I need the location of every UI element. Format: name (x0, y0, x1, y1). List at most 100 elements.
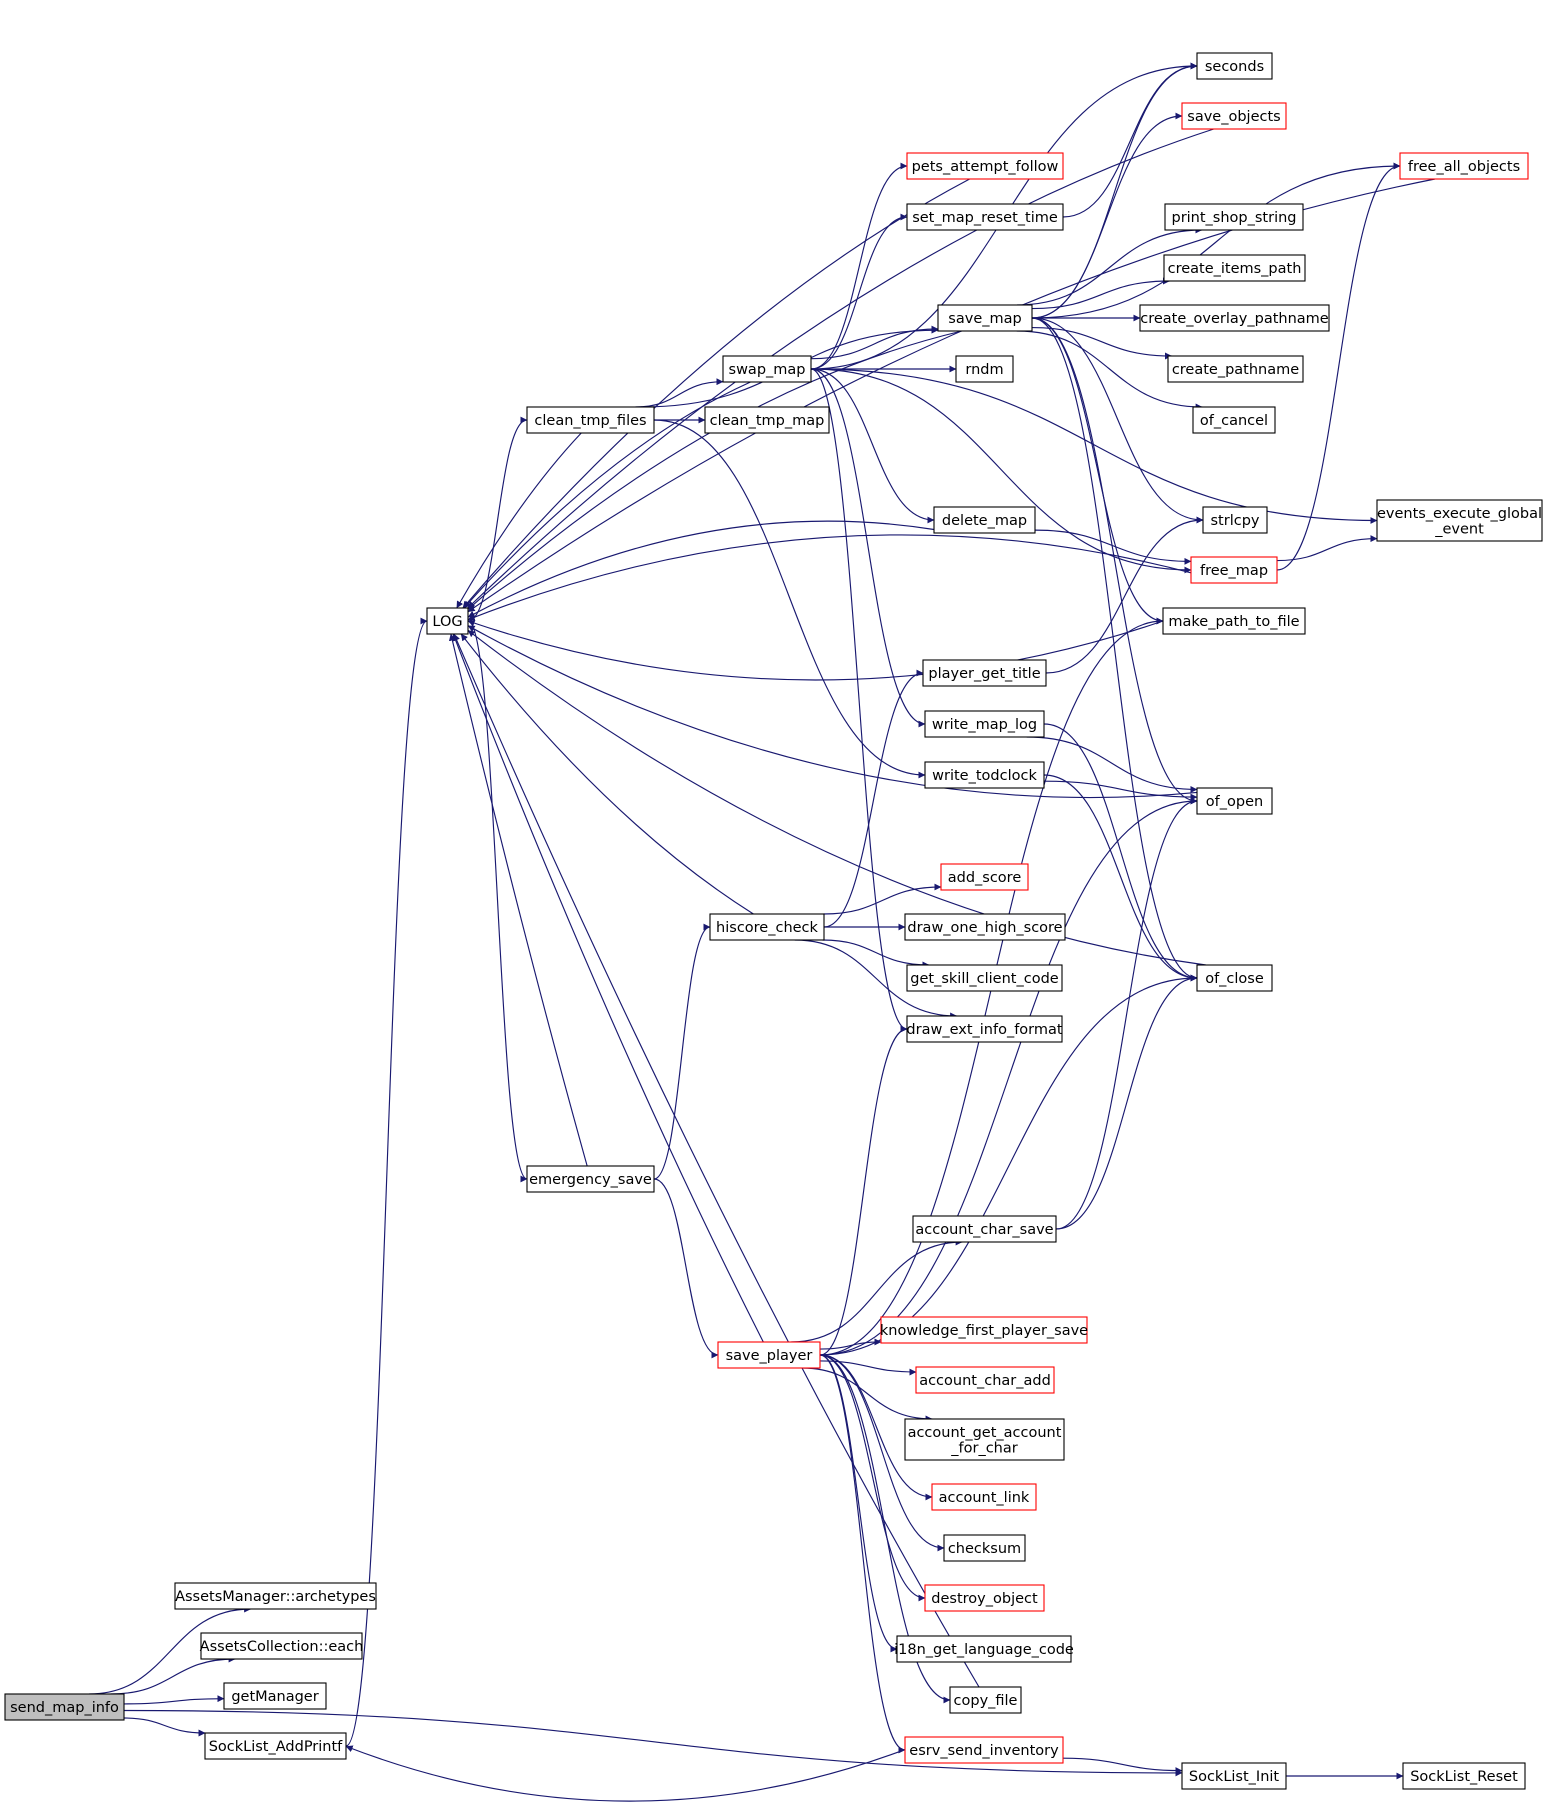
node-box[interactable] (722, 355, 812, 383)
node-pets_attempt_follow[interactable]: pets_attempt_follow (906, 152, 1064, 180)
node-box[interactable] (904, 913, 1066, 941)
node-copy_file[interactable]: copy_file (949, 1686, 1022, 1714)
node-box[interactable] (1164, 203, 1304, 231)
node-box[interactable] (912, 1215, 1057, 1243)
node-box[interactable] (1162, 607, 1306, 635)
node-box[interactable] (1402, 1762, 1526, 1790)
node-box[interactable] (906, 203, 1064, 231)
node-of_close[interactable]: of_close (1196, 964, 1273, 992)
node-seconds[interactable]: seconds (1196, 52, 1273, 80)
node-box[interactable] (931, 1483, 1037, 1511)
node-account_char_save[interactable]: account_char_save (912, 1215, 1057, 1243)
node-free_all_objects[interactable]: free_all_objects (1399, 152, 1529, 180)
node-draw_one_high_score[interactable]: draw_one_high_score (904, 913, 1066, 941)
node-box[interactable] (955, 355, 1014, 383)
node-box[interactable] (906, 152, 1064, 180)
node-create_items_path[interactable]: create_items_path (1163, 254, 1306, 282)
node-box[interactable] (943, 1534, 1026, 1562)
node-box[interactable] (526, 1165, 655, 1193)
node-box[interactable] (200, 1632, 363, 1660)
node-box[interactable] (4, 1693, 125, 1721)
node-write_todclock[interactable]: write_todclock (924, 761, 1045, 789)
node-box[interactable] (904, 1418, 1065, 1461)
node-i18n_get_language_code[interactable]: i18n_get_language_code (894, 1635, 1074, 1663)
node-getManager[interactable]: getManager (223, 1682, 327, 1710)
node-box[interactable] (915, 1366, 1055, 1394)
node-strlcpy[interactable]: strlcpy (1202, 506, 1268, 534)
node-box[interactable] (924, 1584, 1045, 1612)
node-box[interactable] (1181, 1762, 1287, 1790)
node-SockList_AddPrintf[interactable]: SockList_AddPrintf (204, 1732, 347, 1760)
node-box[interactable] (1190, 556, 1278, 584)
node-account_link[interactable]: account_link (931, 1483, 1037, 1511)
node-create_overlay_pathname[interactable]: create_overlay_pathname (1139, 304, 1330, 332)
node-save_objects[interactable]: save_objects (1181, 102, 1287, 130)
node-box[interactable] (896, 1635, 1072, 1663)
node-player_get_title[interactable]: player_get_title (922, 659, 1047, 687)
node-box[interactable] (1376, 499, 1543, 542)
node-emergency_save[interactable]: emergency_save (526, 1165, 655, 1193)
node-create_pathname[interactable]: create_pathname (1167, 355, 1304, 383)
node-clean_tmp_map[interactable]: clean_tmp_map (704, 406, 830, 434)
node-draw_ext_info_format[interactable]: draw_ext_info_format (906, 1015, 1063, 1043)
node-box[interactable] (1196, 787, 1273, 815)
node-knowledge_first_player_save[interactable]: knowledge_first_player_save (880, 1316, 1088, 1344)
node-send_map_info[interactable]: send_map_info (4, 1693, 125, 1721)
node-destroy_object[interactable]: destroy_object (924, 1584, 1045, 1612)
node-SockList_Reset[interactable]: SockList_Reset (1402, 1762, 1526, 1790)
node-box[interactable] (704, 406, 830, 434)
node-of_open[interactable]: of_open (1196, 787, 1273, 815)
node-box[interactable] (949, 1686, 1022, 1714)
node-free_map[interactable]: free_map (1190, 556, 1278, 584)
node-box[interactable] (223, 1682, 327, 1710)
node-hiscore_check[interactable]: hiscore_check (709, 913, 825, 941)
node-write_map_log[interactable]: write_map_log (924, 710, 1045, 738)
node-box[interactable] (1181, 102, 1287, 130)
node-save_player[interactable]: save_player (717, 1341, 821, 1369)
node-box[interactable] (1167, 355, 1304, 383)
node-box[interactable] (717, 1341, 821, 1369)
node-box[interactable] (204, 1732, 347, 1760)
node-add_score[interactable]: add_score (940, 863, 1029, 891)
node-delete_map[interactable]: delete_map (933, 506, 1036, 534)
node-swap_map[interactable]: swap_map (722, 355, 812, 383)
node-box[interactable] (880, 1316, 1088, 1344)
node-box[interactable] (1202, 506, 1268, 534)
node-box[interactable] (906, 964, 1063, 992)
node-archetypes[interactable]: AssetsManager::archetypes (174, 1582, 377, 1610)
node-LOG[interactable]: LOG (426, 607, 469, 635)
node-box[interactable] (1192, 406, 1276, 434)
node-box[interactable] (526, 406, 655, 434)
node-box[interactable] (933, 506, 1036, 534)
node-box[interactable] (1196, 964, 1273, 992)
node-account_char_add[interactable]: account_char_add (915, 1366, 1055, 1394)
node-get_skill_client_code[interactable]: get_skill_client_code (906, 964, 1063, 992)
node-checksum[interactable]: checksum (943, 1534, 1026, 1562)
node-box[interactable] (1196, 52, 1273, 80)
node-box[interactable] (426, 607, 469, 635)
node-box[interactable] (1163, 254, 1306, 282)
node-box[interactable] (940, 863, 1029, 891)
node-box[interactable] (709, 913, 825, 941)
node-rndm[interactable]: rndm (955, 355, 1014, 383)
node-clean_tmp_files[interactable]: clean_tmp_files (526, 406, 655, 434)
node-save_map[interactable]: save_map (937, 304, 1033, 332)
node-esrv_send_inventory[interactable]: esrv_send_inventory (904, 1736, 1064, 1764)
node-box[interactable] (1139, 304, 1330, 332)
node-box[interactable] (906, 1015, 1063, 1043)
node-box[interactable] (1399, 152, 1529, 180)
node-box[interactable] (904, 1736, 1064, 1764)
node-box[interactable] (924, 710, 1045, 738)
node-of_cancel[interactable]: of_cancel (1192, 406, 1276, 434)
node-print_shop_string[interactable]: print_shop_string (1164, 203, 1304, 231)
node-box[interactable] (937, 304, 1033, 332)
node-account_get_account_for_char[interactable]: account_get_account_for_char (904, 1418, 1065, 1461)
node-set_map_reset_time[interactable]: set_map_reset_time (906, 203, 1064, 231)
node-box[interactable] (174, 1582, 377, 1610)
node-box[interactable] (924, 761, 1045, 789)
node-SockList_Init[interactable]: SockList_Init (1181, 1762, 1287, 1790)
node-box[interactable] (922, 659, 1047, 687)
node-events_execute_global_event[interactable]: events_execute_global_event (1376, 499, 1543, 542)
node-make_path_to_file[interactable]: make_path_to_file (1162, 607, 1306, 635)
node-each[interactable]: AssetsCollection::each (200, 1632, 364, 1660)
